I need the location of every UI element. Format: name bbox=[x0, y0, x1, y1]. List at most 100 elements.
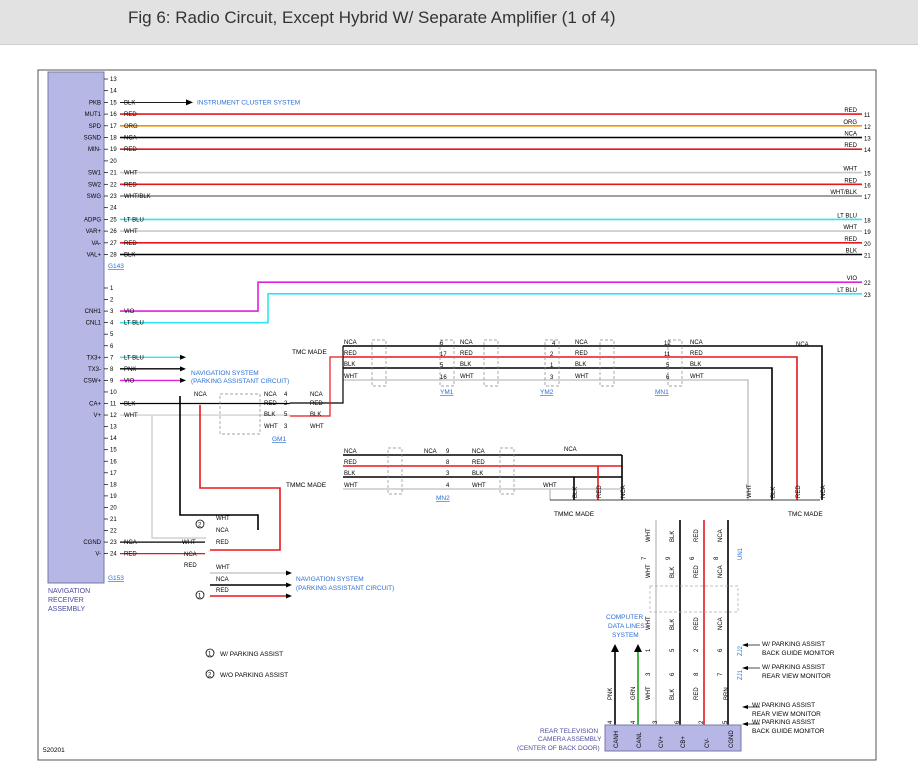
note-arrow-3 bbox=[742, 722, 748, 726]
computer-data-lines-2[interactable]: DATA LINES bbox=[608, 623, 645, 630]
loop-red-2: RED bbox=[184, 563, 197, 569]
nav-system-link-2[interactable]: NAVIGATION SYSTEM bbox=[296, 576, 364, 583]
bundle-label-bot-2: RED bbox=[694, 687, 700, 700]
bundle-pin-mid-2: 2 bbox=[694, 648, 700, 652]
top-pin-20: 20 bbox=[110, 159, 117, 165]
gm1-pin-3: 3 bbox=[284, 424, 288, 430]
tmc-wire-mid2-1: RED bbox=[575, 351, 588, 357]
bundle-pin-low-1: 6 bbox=[670, 672, 676, 676]
tmc-wire-mid1-1: RED bbox=[460, 351, 473, 357]
circle-2-marker bbox=[195, 519, 205, 529]
connector-ym1[interactable]: YM1 bbox=[440, 389, 454, 396]
top-pin-19: 19 bbox=[110, 147, 117, 153]
tmc-vert-label-1: RED bbox=[796, 485, 802, 498]
loop-red-1: RED bbox=[216, 540, 229, 546]
tmc-wire-mid1-2: BLK bbox=[460, 362, 471, 368]
receiver-caption-2: RECEIVER bbox=[48, 597, 84, 604]
figure-title: Fig 6: Radio Circuit, Except Hybrid W/ S… bbox=[128, 8, 616, 27]
top-pin-name-27: VA- bbox=[91, 241, 101, 247]
tmmc-made-label-bottom: TMMC MADE bbox=[554, 511, 595, 518]
camera-pin-name-3: CB+ bbox=[681, 736, 687, 748]
camera-caption-1: REAR TELEVISION bbox=[540, 728, 598, 735]
nav-system-link-1[interactable]: NAVIGATION SYSTEM bbox=[191, 370, 259, 377]
bottom-pin-2: 2 bbox=[110, 298, 114, 304]
wire-cnh1 bbox=[120, 281, 862, 312]
right-out-22: 22 bbox=[864, 281, 871, 287]
connector-ym2-a bbox=[483, 339, 499, 387]
bundle-label-top-3: NCA bbox=[718, 529, 724, 542]
rear-camera-block bbox=[604, 724, 742, 752]
computer-data-lines-1[interactable]: COMPUTER bbox=[606, 614, 644, 621]
nav-parking-circuit-2[interactable]: (PARKING ASSISTANT CIRCUIT) bbox=[296, 585, 394, 592]
gm1-right-wire-0: NCA bbox=[310, 392, 323, 398]
bottom-wire-label-8: PNK bbox=[124, 367, 136, 373]
top-pin-14: 14 bbox=[110, 89, 117, 95]
wire-tmc-wht-down bbox=[740, 379, 749, 500]
camera-caption-2: CAMERA ASSEMBLY bbox=[538, 736, 602, 743]
tmc-wire-right-2: BLK bbox=[690, 362, 701, 368]
right-wire-label-27: RED bbox=[844, 237, 857, 243]
circle-1-marker bbox=[195, 590, 205, 600]
bottom-pin-4: 4 bbox=[110, 321, 114, 327]
figure-code: 520201 bbox=[43, 747, 65, 754]
top-pin-name-16: MUT1 bbox=[85, 112, 102, 118]
circle-1-marker-num: 1 bbox=[198, 594, 202, 600]
grn-label: GRN bbox=[631, 687, 637, 700]
bottom-wire-label-12: WHT bbox=[124, 413, 138, 419]
top-pin-name-25: ADPG bbox=[84, 217, 101, 223]
gm1-pin-1: 2 bbox=[284, 401, 288, 407]
bottom-pin-10: 10 bbox=[110, 390, 117, 396]
tmmc-vert-label-0: NCA bbox=[621, 485, 627, 498]
connector-ym2-b bbox=[544, 339, 560, 387]
rvm-note-1a: W/ PARKING ASSIST bbox=[762, 664, 825, 671]
bundle-label-low-3: NCA bbox=[718, 617, 724, 630]
nav-parking-circuit-1[interactable]: (PARKING ASSISTANT CIRCUIT) bbox=[191, 378, 289, 385]
top-wire-label-22: RED bbox=[124, 182, 137, 188]
connector-un1: UN1 bbox=[738, 547, 744, 560]
bottom-pin-11: 11 bbox=[110, 402, 117, 408]
arrow-head bbox=[180, 366, 186, 372]
bottom-pin-name-23: CGND bbox=[83, 540, 101, 546]
tmc-wire-left-2: BLK bbox=[344, 362, 355, 368]
rvm-note-2a: W/ PARKING ASSIST bbox=[752, 702, 815, 709]
bottom-pin-20: 20 bbox=[110, 505, 117, 511]
tmc-pin-9: 11 bbox=[664, 352, 671, 358]
top-pin-name-19: MIN- bbox=[88, 147, 101, 153]
wire-red-loop bbox=[199, 405, 281, 551]
figure-header: Fig 6: Radio Circuit, Except Hybrid W/ S… bbox=[0, 0, 918, 45]
camera-caption-3: (CENTER OF BACK DOOR) bbox=[517, 745, 600, 752]
tmc-made-label-left: TMC MADE bbox=[292, 349, 327, 356]
right-out-11: 11 bbox=[864, 113, 871, 119]
bundle-label-low-2: RED bbox=[694, 617, 700, 630]
tmc-wire-left-1: RED bbox=[344, 351, 357, 357]
connector-mn1-a bbox=[599, 339, 615, 387]
bottom-pin-23: 23 bbox=[110, 540, 117, 546]
tmmc-pin-0: 9 bbox=[446, 449, 450, 455]
bottom-pin-name-7: TX3+ bbox=[86, 355, 101, 361]
navigation-receiver-block bbox=[47, 71, 105, 584]
connector-g153[interactable]: G153 bbox=[108, 575, 124, 582]
bundle-label-low-0: WHT bbox=[646, 616, 652, 630]
connector-ym1-a bbox=[371, 339, 387, 387]
arrow-canh bbox=[611, 644, 619, 652]
connector-gm1[interactable]: GM1 bbox=[272, 436, 286, 443]
right-out-18: 18 bbox=[864, 218, 871, 224]
bundle-pin-top-2: 6 bbox=[690, 556, 696, 560]
connector-g143[interactable]: G143 bbox=[108, 263, 124, 270]
bundle-label-bot-0: WHT bbox=[646, 686, 652, 700]
right-out-21: 21 bbox=[864, 254, 871, 260]
tmmc-wire-right-1: RED bbox=[472, 460, 485, 466]
bottom-pin-name-24: V- bbox=[95, 552, 101, 558]
tmc-wire-right-0: NCA bbox=[690, 340, 703, 346]
connector-mn1[interactable]: MN1 bbox=[655, 389, 669, 396]
bundle-pin-top-1: 9 bbox=[666, 556, 672, 560]
connector-ym2[interactable]: YM2 bbox=[540, 389, 554, 396]
connector-mn2[interactable]: MN2 bbox=[436, 495, 450, 502]
top-pin-22: 22 bbox=[110, 182, 117, 188]
top-pin-name-15: PKB bbox=[89, 100, 101, 106]
connector-zj2: ZJ2 bbox=[738, 645, 744, 656]
top-wire-label-23: WHT/BLK bbox=[124, 194, 151, 200]
bgm-note-1b: BACK GUIDE MONITOR bbox=[762, 650, 835, 657]
top-wire-label-18: NCA bbox=[124, 136, 137, 142]
computer-data-lines-3[interactable]: SYSTEM bbox=[612, 632, 639, 639]
